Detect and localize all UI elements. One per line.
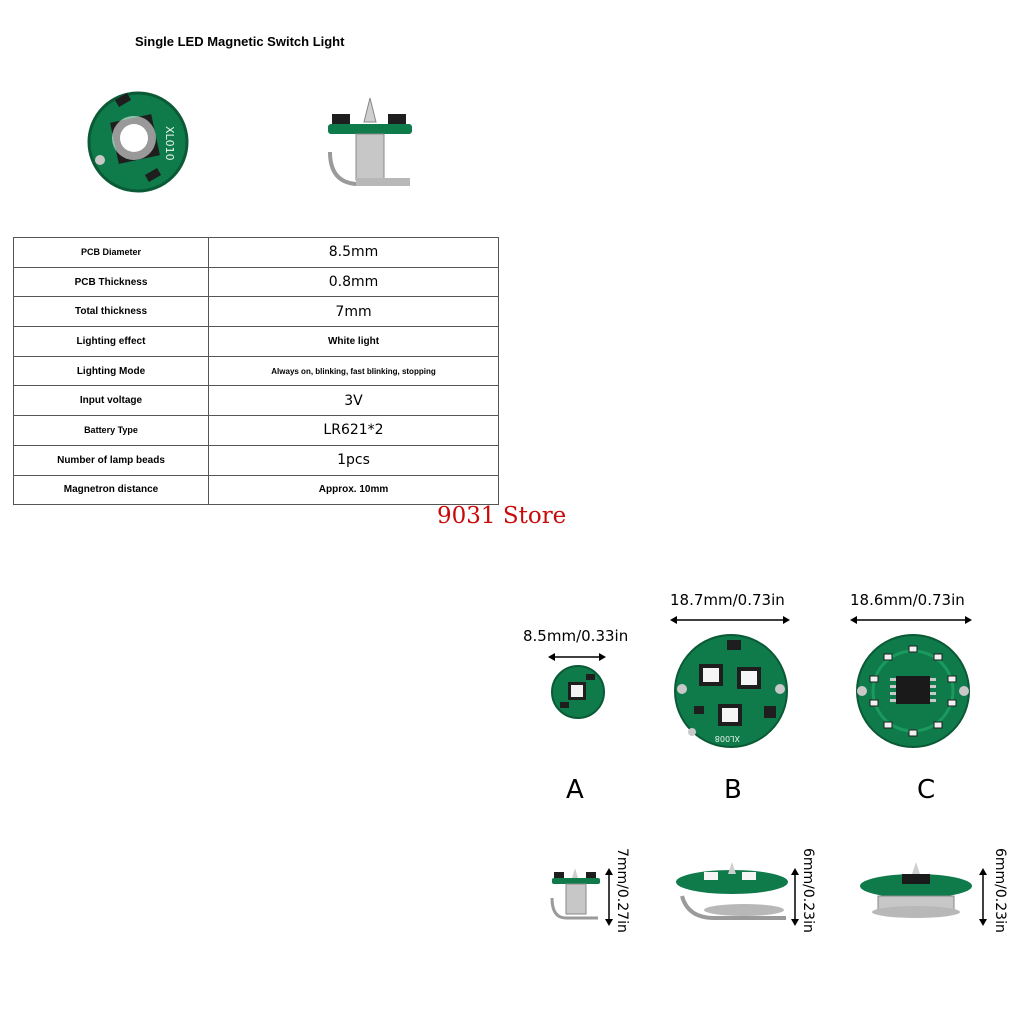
spec-label: PCB Thickness [13,266,209,298]
variant-label-c: C [917,775,936,805]
arrow-c-height [979,868,987,926]
spec-value: LR621*2 [208,415,499,446]
arrow-a-height [605,868,613,926]
spec-value: 1pcs [208,444,499,476]
spec-label: Magnetron distance [13,474,209,506]
pcb-c-side-image [860,862,972,918]
arrow-b-diameter [670,616,790,624]
spec-label: Total thickness [13,296,209,328]
pcb-b-side-image [676,862,788,920]
spec-value: Approx. 10mm [208,474,499,506]
spec-value: 8.5mm [208,237,499,268]
product-title: Single LED Magnetic Switch Light [135,34,345,49]
dimension-a-height: 7mm/0.27in [614,848,630,933]
pcb-c-image [856,634,970,748]
pcb-a-marking: XL010 [163,126,176,161]
pcb-a-side-image [328,97,412,186]
pcb-b-image: XL008 [674,634,788,748]
spec-value: 3V [208,385,499,417]
dimension-c-diameter: 18.6mm/0.73in [850,591,965,609]
spec-value: Always on, blinking, fast blinking, stop… [208,355,499,387]
pcb-a-image [551,665,605,719]
dimension-b-diameter: 18.7mm/0.73in [670,591,785,609]
spec-value: White light [208,326,499,357]
arrow-c-diameter [850,616,972,624]
variant-label-b: B [724,775,742,805]
arrow-b-height [791,868,799,926]
dimension-c-height: 6mm/0.23in [992,848,1008,933]
spec-value: 7mm [208,296,499,328]
variant-label-a: A [566,775,584,805]
spec-label: Number of lamp beads [13,444,209,476]
pcb-a-side-small-image [550,868,600,920]
pcb-a-front-image: XL010 [87,91,189,193]
store-watermark: 9031 Store [437,503,567,529]
dimension-a-diameter: 8.5mm/0.33in [523,627,629,645]
spec-value: 0.8mm [208,266,499,298]
spec-label: Input voltage [13,385,209,417]
spec-label: Lighting effect [13,326,209,357]
arrow-a-diameter [548,653,606,661]
spec-label: PCB Diameter [13,237,209,268]
pcb-b-marking: XL008 [715,734,740,743]
spec-label: Lighting Mode [13,355,209,387]
spec-label: Battery Type [13,415,209,446]
dimension-b-height: 6mm/0.23in [800,848,816,933]
